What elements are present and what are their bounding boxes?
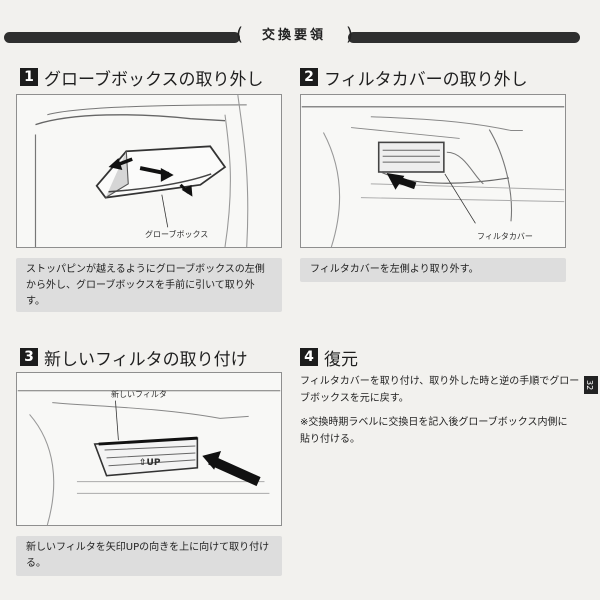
filter-cover-label: フィルタカバー	[477, 232, 533, 241]
filter-up-mark: ⇧UP	[139, 458, 161, 468]
side-page-tab: 32	[584, 376, 598, 394]
step-1-illustration: グローブボックス	[16, 94, 282, 248]
new-filter-label: 新しいフィルタ	[111, 390, 167, 399]
step-4-number: 4	[300, 348, 318, 366]
banner-left-bracket: (	[236, 24, 244, 45]
step-4-note: ※交換時期ラベルに交換日を記入後グローブボックス内側に貼り付ける。	[300, 417, 568, 445]
step-4-heading: 4 復元	[300, 346, 358, 370]
step-1-number: 1	[20, 68, 38, 86]
step-4-title: 復元	[324, 349, 358, 370]
step-2-illustration: フィルタカバー	[300, 94, 566, 248]
step-3-caption: 新しいフィルタを矢印UPの向きを上に向けて取り付ける。	[16, 536, 282, 576]
step-3-number: 3	[20, 348, 38, 366]
banner-left-bar	[4, 32, 240, 43]
glovebox-drawing	[17, 95, 281, 247]
step-3-heading: 3 新しいフィルタの取り付け	[20, 346, 248, 370]
glovebox-label: グローブボックス	[145, 230, 209, 239]
step-2-heading: 2 フィルタカバーの取り外し	[300, 66, 528, 90]
step-2-title: フィルタカバーの取り外し	[324, 69, 528, 90]
filter-up-text: UP	[146, 458, 161, 468]
section-title: 交換要領	[242, 26, 346, 46]
new-filter-drawing	[17, 373, 281, 525]
step-1-caption: ストッパピンが越えるようにグローブボックスの左側から外し、グローブボックスを手前…	[16, 258, 282, 312]
banner-right-bracket: )	[346, 24, 354, 45]
step-4-instruction: フィルタカバーを取り付け、取り外した時と逆の手順でグローブボックスを元に戻す。	[300, 376, 580, 404]
banner-right-bar	[348, 32, 580, 43]
step-2-number: 2	[300, 68, 318, 86]
section-banner: ( 交換要領 )	[4, 26, 580, 46]
step-1-heading: 1 グローブボックスの取り外し	[20, 66, 264, 90]
filter-cover-drawing	[301, 95, 565, 247]
step-2-caption: フィルタカバーを左側より取り外す。	[300, 258, 566, 282]
step-1-title: グローブボックスの取り外し	[44, 69, 264, 90]
step-3-illustration: 新しいフィルタ ⇧UP	[16, 372, 282, 526]
step-3-title: 新しいフィルタの取り付け	[44, 349, 248, 370]
